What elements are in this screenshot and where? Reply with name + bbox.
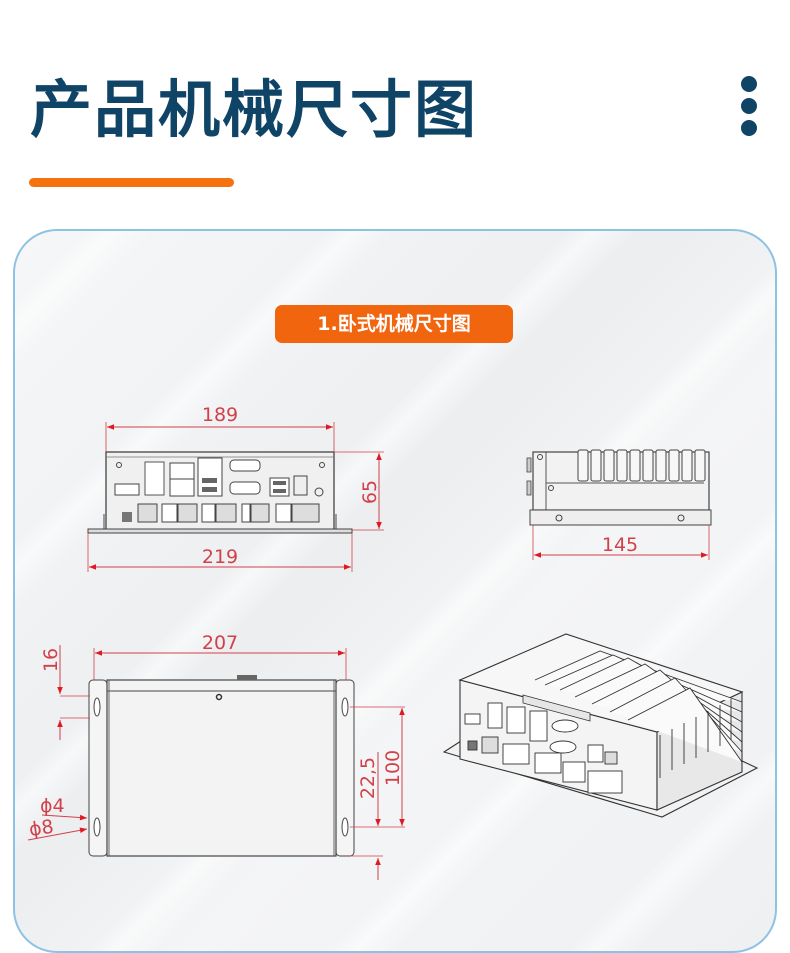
dim-207: 207 bbox=[202, 632, 238, 654]
side-view: 145 bbox=[526, 449, 712, 560]
dim-145: 145 bbox=[602, 534, 638, 556]
dim-65: 65 bbox=[359, 480, 381, 504]
front-view: 189 219 65 bbox=[87, 404, 384, 572]
dim-189: 189 bbox=[202, 404, 238, 426]
section-badge: 1.卧式机械尺寸图 bbox=[275, 305, 513, 343]
dim-16: 16 bbox=[40, 648, 62, 672]
dim-phi4: ϕ4 bbox=[40, 795, 65, 817]
dim-phi8: ϕ8 bbox=[28, 816, 55, 841]
dot bbox=[741, 120, 757, 136]
top-view: 207 16 100 22,5 ϕ4 ϕ8 bbox=[28, 632, 405, 880]
more-vertical-icon[interactable] bbox=[741, 76, 763, 142]
dim-22-5: 22,5 bbox=[357, 757, 379, 799]
isometric-view bbox=[442, 633, 759, 818]
dim-100: 100 bbox=[382, 750, 404, 786]
mechanical-drawing: 189 219 65 bbox=[28, 404, 759, 880]
page-title: 产品机械尺寸图 bbox=[30, 73, 479, 146]
title-underline bbox=[29, 178, 234, 187]
dot bbox=[741, 98, 757, 114]
dot bbox=[741, 76, 757, 92]
dim-219: 219 bbox=[202, 546, 238, 568]
